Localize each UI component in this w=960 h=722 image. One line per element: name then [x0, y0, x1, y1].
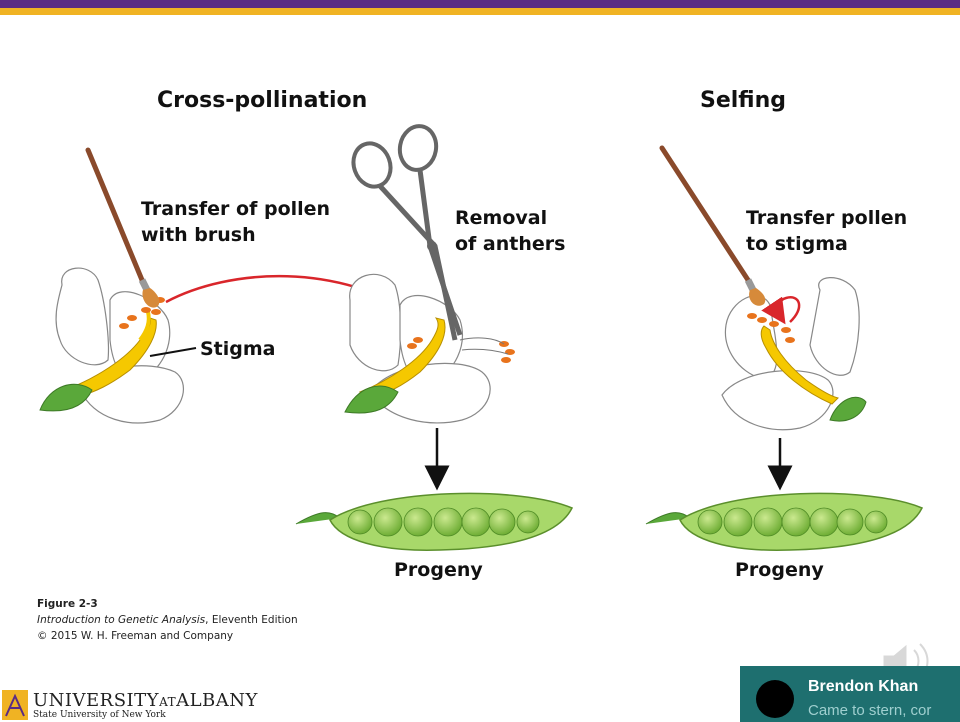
figure-number: Figure 2-3: [37, 598, 98, 610]
participant-notification[interactable]: Brendon Khan Came to stern, cor: [740, 666, 960, 722]
label-stigma: Stigma: [200, 338, 276, 360]
logo-word-at: AT: [159, 695, 177, 709]
flower-left: [39, 267, 184, 424]
participant-name: Brendon Khan: [808, 678, 919, 695]
label-removal-line2: of anthers: [455, 233, 566, 255]
top-gold-bar: [0, 8, 960, 15]
label-transfer-line1: Transfer pollen: [746, 207, 908, 229]
university-name: UNIVERSITYATALBANY: [33, 690, 258, 711]
avatar: [756, 680, 794, 718]
paintbrush-right: [659, 145, 766, 306]
label-removal-line1: Removal: [455, 207, 548, 229]
pea-pod-left: [295, 492, 574, 551]
flower-right: [721, 277, 867, 431]
figure-caption: Figure 2-3 Introduction to Genetic Analy…: [37, 596, 298, 644]
pea-pod-right: [645, 492, 924, 551]
copyright: © 2015 W. H. Freeman and Company: [37, 630, 234, 642]
book-citation: Introduction to Genetic Analysis, Eleven…: [37, 612, 298, 628]
participant-message: Came to stern, cor: [808, 702, 932, 719]
university-subtitle: State University of New York: [33, 710, 166, 720]
top-purple-bar: [0, 0, 960, 8]
label-progeny-left: Progeny: [394, 559, 483, 581]
label-transfer-to-stigma: Transfer pollen to stigma: [746, 205, 907, 257]
stigma-pointer-line: [149, 347, 197, 357]
scissors: [351, 124, 463, 341]
label-transfer-with-brush: Transfer of pollen with brush: [141, 196, 330, 248]
paintbrush-left: [85, 147, 160, 308]
flower-middle: [344, 273, 515, 424]
label-brush-line2: with brush: [141, 224, 256, 246]
logo-word-albany: ALBANY: [176, 690, 258, 711]
logo-word-university: UNIVERSITY: [33, 690, 160, 711]
label-transfer-line2: to stigma: [746, 233, 848, 255]
label-progeny-right: Progeny: [735, 559, 824, 581]
book-title: Introduction to Genetic Analysis: [37, 614, 206, 626]
book-edition: , Eleventh Edition: [205, 614, 298, 626]
heading-cross-pollination: Cross-pollination: [157, 88, 368, 113]
ualbany-crest-icon: [2, 690, 28, 720]
heading-selfing: Selfing: [700, 88, 787, 113]
label-brush-line1: Transfer of pollen: [141, 198, 331, 220]
label-removal-of-anthers: Removal of anthers: [455, 205, 565, 257]
